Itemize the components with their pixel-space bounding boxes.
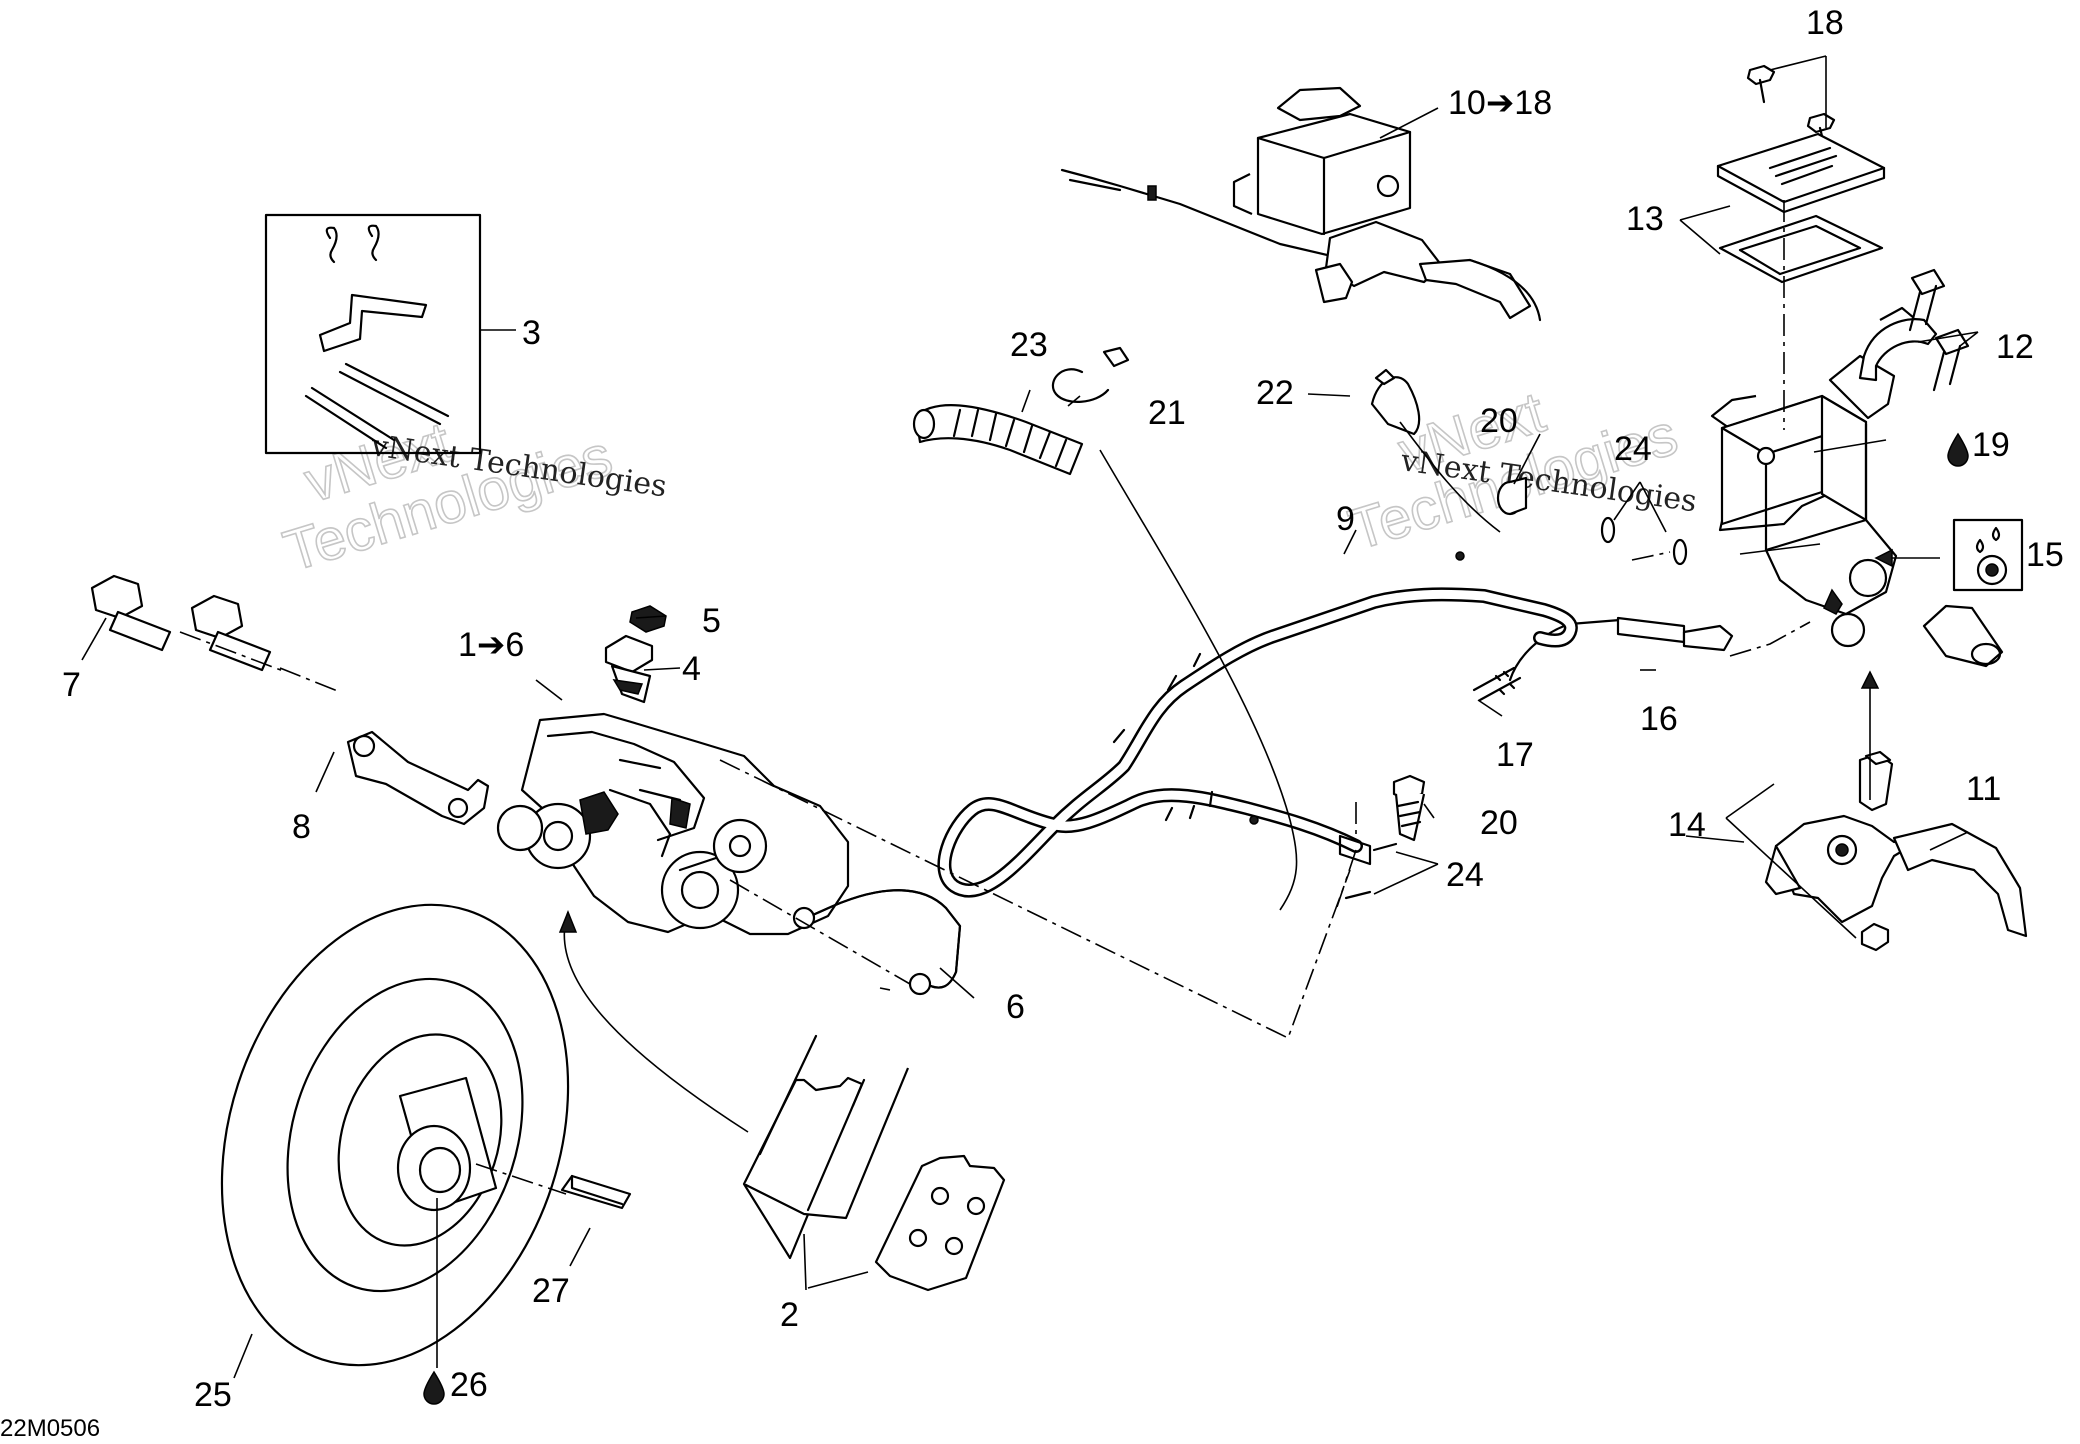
callout-19-group: 19 bbox=[1947, 426, 2010, 467]
part-cap bbox=[1922, 604, 2004, 668]
callout-10-18: 10➔18 bbox=[1448, 84, 1552, 122]
callout-13: 13 bbox=[1626, 200, 1664, 238]
part-21-hose-clamp bbox=[1051, 346, 1130, 403]
callout-20-upper: 20 bbox=[1480, 402, 1518, 440]
callout-6: 6 bbox=[1006, 988, 1025, 1026]
part-22-clamp bbox=[1370, 368, 1421, 436]
callout-8: 8 bbox=[292, 808, 311, 846]
part-15-cover-symbol bbox=[1952, 518, 2024, 592]
callout-16: 16 bbox=[1640, 700, 1678, 738]
callout-4: 4 bbox=[682, 650, 701, 688]
callout-14: 14 bbox=[1668, 806, 1706, 844]
part-13-reservoir-cover bbox=[1716, 132, 1886, 284]
part-3-pin-kit bbox=[264, 213, 482, 455]
callout-leaders bbox=[81, 55, 1979, 1379]
caliper-assembly bbox=[496, 712, 850, 936]
callout-24-lower: 24 bbox=[1446, 856, 1484, 894]
part-24-washers-upper bbox=[1600, 516, 1688, 566]
part-20-banjo-bolt-lower bbox=[1392, 774, 1426, 842]
callout-11: 11 bbox=[1966, 770, 2001, 808]
callout-25: 25 bbox=[194, 1376, 232, 1414]
part-16-hose bbox=[1508, 616, 1734, 682]
part-12-clamp-bolts bbox=[1858, 268, 1970, 392]
part-18-screws bbox=[1746, 64, 1836, 146]
callout-1-6: 1➔6 bbox=[458, 626, 524, 664]
callout-2: 2 bbox=[780, 1296, 799, 1334]
part-6-brake-line bbox=[792, 889, 962, 996]
callout-27: 27 bbox=[532, 1272, 570, 1310]
oil-drop-icon bbox=[1947, 432, 1969, 467]
part-8-bracket bbox=[346, 730, 490, 826]
part-4-bleeder-screw bbox=[604, 634, 654, 704]
callout-24-upper: 24 bbox=[1614, 430, 1652, 468]
part-5-bleeder-cap bbox=[629, 605, 667, 633]
part-25-brake-disc bbox=[220, 903, 570, 1367]
part-2-brake-pads bbox=[742, 1034, 1006, 1292]
callout-26-group: 26 bbox=[423, 1366, 488, 1405]
arrows bbox=[558, 421, 1940, 1133]
callout-21: 21 bbox=[1148, 394, 1186, 432]
part-10-18-master-cylinder-assy bbox=[1060, 86, 1542, 322]
part-24-washers-lower bbox=[1344, 842, 1398, 900]
callout-17: 17 bbox=[1496, 736, 1534, 774]
part-9-brake-hose bbox=[937, 551, 1578, 898]
part-19-master-cylinder bbox=[1710, 354, 1898, 648]
drawing-code: 22M0506 bbox=[0, 1415, 100, 1439]
callout-15: 15 bbox=[2026, 536, 2064, 574]
callout-labels: 1➔6 2 3 4 5 6 7 8 9 10➔18 11 12 13 14 15… bbox=[62, 4, 2064, 1414]
part-17-wires bbox=[1472, 666, 1522, 702]
callout-22: 22 bbox=[1256, 374, 1294, 412]
callout-7: 7 bbox=[62, 666, 81, 704]
assembly-lines bbox=[179, 200, 1811, 1195]
oil-drop-icon bbox=[423, 1370, 445, 1405]
callout-3: 3 bbox=[522, 314, 541, 352]
part-20-banjo-bolt-upper bbox=[1496, 476, 1528, 516]
part-23-corrugated-hose bbox=[912, 404, 1084, 476]
callout-9: 9 bbox=[1336, 500, 1355, 538]
callout-12: 12 bbox=[1996, 328, 2034, 366]
watermark-left: vNext Technologies vNext Technologies bbox=[276, 409, 669, 585]
part-11-brake-lever bbox=[1764, 750, 2028, 952]
callout-20-lower: 20 bbox=[1480, 804, 1518, 842]
callout-19: 19 bbox=[1972, 426, 2010, 464]
callout-18: 18 bbox=[1806, 4, 1844, 42]
callout-26: 26 bbox=[450, 1366, 488, 1404]
callout-5: 5 bbox=[702, 602, 721, 640]
part-27-key bbox=[560, 1174, 632, 1210]
callout-23: 23 bbox=[1010, 326, 1048, 364]
